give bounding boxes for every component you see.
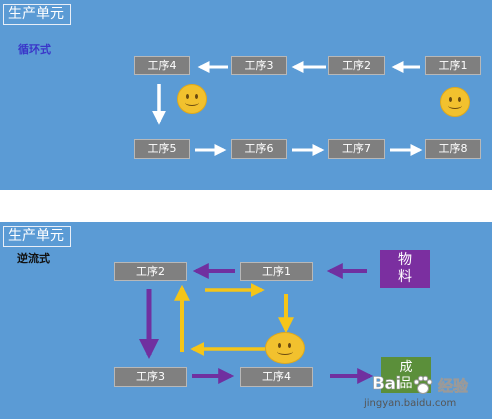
- step-7-box: 工序7: [328, 139, 385, 159]
- step-6-box: 工序6: [231, 139, 287, 159]
- flow-arrows: [139, 263, 374, 384]
- material-label-line-2: 料: [398, 269, 412, 285]
- worker-smiley-icon: [177, 84, 207, 114]
- watermark-brand-suffix: 经验: [438, 377, 469, 396]
- step-2-box: 工序2: [328, 56, 385, 75]
- material-box: 物 料: [380, 250, 430, 288]
- paw-logo-icon: [413, 375, 433, 394]
- panel-title: 生产单元: [3, 226, 71, 247]
- step-4-box: 工序4: [134, 56, 190, 75]
- product-label-line-2: 品: [399, 376, 413, 391]
- watermark-brand: Bai: [372, 374, 402, 395]
- worker-smiley-icon: [265, 332, 305, 364]
- flow-type-label: 循环式: [18, 43, 51, 56]
- watermark-url: jingyan.baidu.com: [364, 398, 457, 409]
- step-3-box: 工序3: [231, 56, 287, 75]
- flow-type-label: 逆流式: [17, 252, 50, 265]
- step-2-box: 工序2: [114, 262, 187, 281]
- material-label-line-1: 物: [398, 252, 412, 268]
- cyclic-production-unit: 生产单元 循环式 工序4 工序3 工序2 工序1 工序5 工序6 工序7 工序8: [0, 0, 492, 190]
- step-8-box: 工序8: [425, 139, 481, 159]
- worker-smiley-icon: [440, 87, 470, 117]
- step-3-box: 工序3: [114, 367, 187, 387]
- baidu-jingyan-watermark: Bai 经验 jingyan.baidu.com: [360, 372, 490, 416]
- panel-title: 生产单元: [3, 4, 71, 25]
- step-4-box: 工序4: [240, 367, 313, 387]
- flow-arrows: [152, 61, 423, 156]
- step-1-box: 工序1: [425, 56, 481, 75]
- product-label-line-1: 成: [399, 360, 413, 375]
- step-5-box: 工序5: [134, 139, 190, 159]
- step-1-box: 工序1: [240, 262, 313, 281]
